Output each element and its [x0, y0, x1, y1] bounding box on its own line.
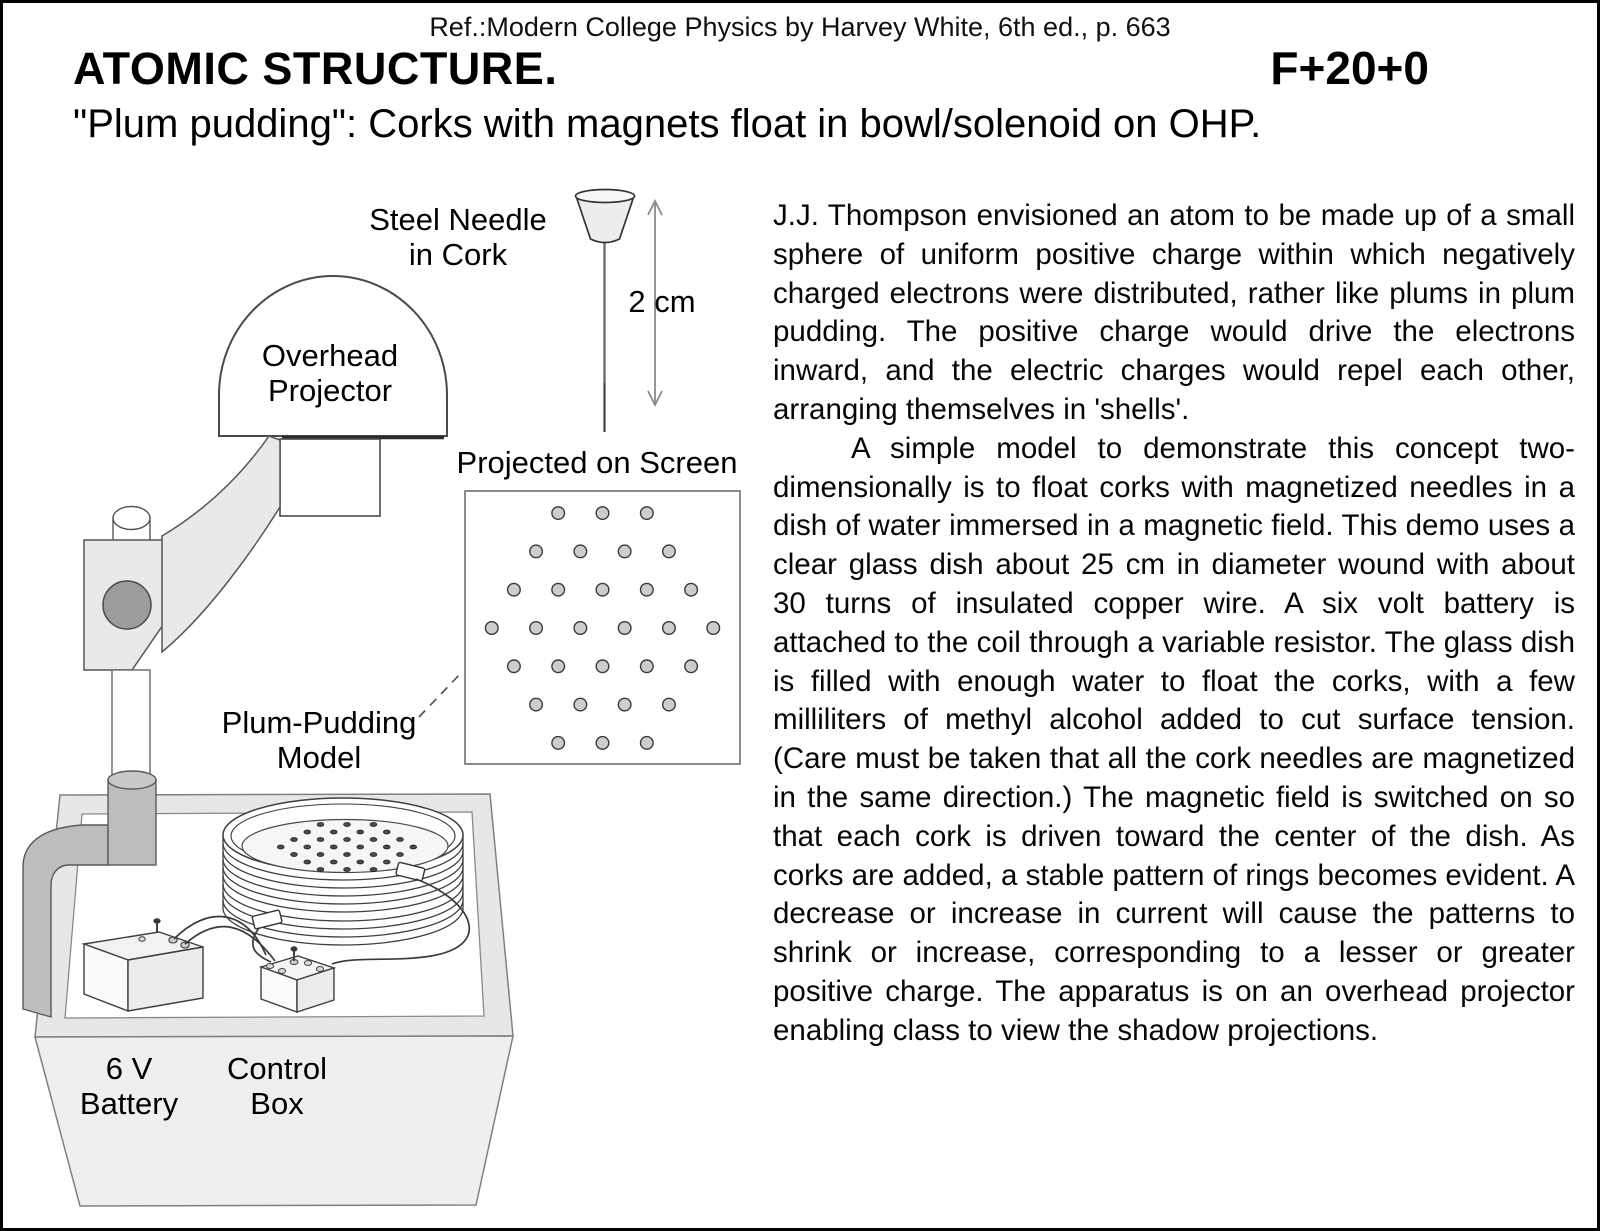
floating-corks-dots [277, 822, 418, 872]
support-column [111, 669, 151, 783]
projector-arm [161, 435, 281, 654]
apparatus-drawing [22, 188, 741, 1207]
needle-cork-figure [574, 188, 636, 432]
battery-label: 6 V Battery [79, 1051, 179, 1121]
collar-top [107, 770, 157, 790]
wires [173, 878, 471, 965]
plum-pudding-model-label: Plum-Pudding Model [221, 705, 417, 775]
screen-dots [484, 506, 721, 750]
article-paragraph-1: J.J. Thompson envisioned an atom to be m… [773, 199, 1575, 426]
reference-line: Ref.:Modern College Physics by Harvey Wh… [429, 12, 1171, 42]
projector-lens-box [279, 438, 381, 517]
column-elbow [22, 824, 109, 1018]
pointer-dashed-line [418, 671, 463, 718]
dimension-arrow [647, 198, 663, 408]
bracket-cylinder [112, 505, 151, 543]
catalog-code: F+20+0 [1270, 42, 1429, 94]
glass-dish-surface [241, 818, 449, 874]
overhead-projector-label: Overhead Projector [261, 338, 399, 408]
page-title: ATOMIC STRUCTURE. [73, 43, 558, 94]
coil-connectors [251, 861, 426, 930]
article-paragraph-2: A simple model to demonstrate this conce… [773, 431, 1575, 1047]
needle-length-label: 2 cm [628, 284, 696, 319]
column-collar [107, 779, 157, 866]
page-subtitle: "Plum pudding": Corks with magnets float… [73, 102, 1262, 146]
apparatus-diagram: Steel Needle in Cork 2 cm Overhead Proje… [3, 3, 763, 1228]
steel-needle-label: Steel Needle in Cork [369, 202, 547, 272]
control-box-label: Control Box [227, 1051, 327, 1121]
projector-dome [218, 275, 448, 437]
screen-box [464, 490, 741, 765]
bracket-knob [102, 580, 152, 630]
article-text: J.J. Thompson envisioned an atom to be m… [773, 197, 1575, 1051]
projected-screen-label: Projected on Screen [456, 445, 738, 480]
battery-box [81, 918, 204, 1013]
control-box-figure [258, 946, 337, 1013]
solenoid-coil [222, 797, 464, 946]
